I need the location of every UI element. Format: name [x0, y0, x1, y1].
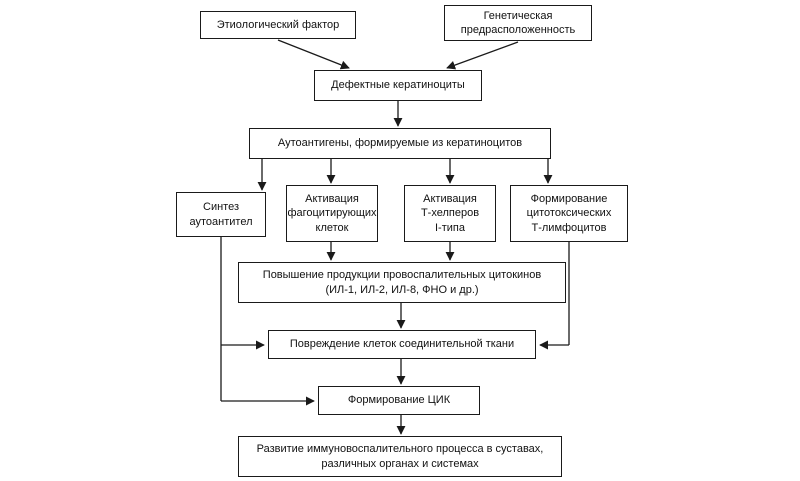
arrow-etiological-to-keratinocytes	[277, 39, 350, 70]
node-defective-keratinocytes: Дефектные кератиноциты	[314, 70, 482, 101]
node-autoantibody-synthesis: Синтез аутоантител	[176, 192, 266, 237]
node-autoantigens: Аутоантигены, формируемые из кератиноцит…	[249, 128, 551, 159]
node-tissue-damage: Повреждение клеток соединительной ткани	[268, 330, 536, 359]
node-cytokine-production: Повышение продукции провоспалительных ци…	[238, 262, 566, 303]
node-cic-formation: Формирование ЦИК	[318, 386, 480, 415]
node-thelper-activation: Активация Т-хелперов I-типа	[404, 185, 496, 242]
node-cytotoxic-lymphocytes: Формирование цитотоксических Т-лимфоцито…	[510, 185, 628, 242]
node-genetic-predisposition: Генетическая предрасположенность	[444, 5, 592, 41]
node-etiological-factor: Этиологический фактор	[200, 11, 356, 39]
node-outcome: Развитие иммуновоспалительного процесса …	[238, 436, 562, 477]
arrow-genetic-to-keratinocytes	[446, 41, 519, 70]
node-phagocyte-activation: Активация фагоцитирующих клеток	[286, 185, 378, 242]
